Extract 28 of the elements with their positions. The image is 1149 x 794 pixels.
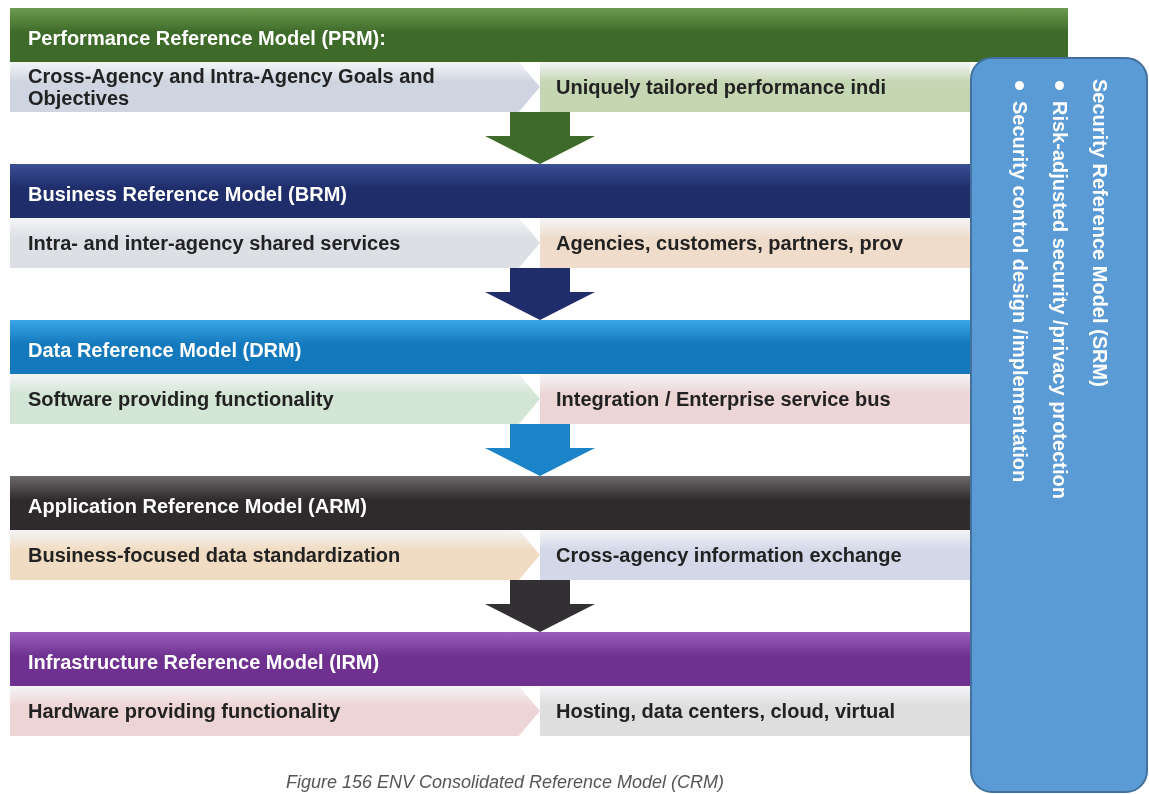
layer-title: Data Reference Model (DRM) xyxy=(28,339,302,362)
layer-band xyxy=(10,632,970,736)
model-detail-cell: Uniquely tailored performance indi xyxy=(540,62,970,112)
down-arrow xyxy=(485,268,595,320)
layer-title: Infrastructure Reference Model (IRM) xyxy=(28,651,380,674)
model-scope-cell: Cross-Agency and Intra-Agency Goals and Objectives xyxy=(10,62,540,112)
bullet-item: Risk-adjusted security /privacy protection xyxy=(1040,79,1080,499)
panel-title: Security Reference Model (SRM) xyxy=(1088,79,1112,387)
model-detail-cell: Hosting, data centers, cloud, virtual xyxy=(540,686,970,736)
model-scope-cell: Intra- and inter-agency shared services xyxy=(10,218,540,268)
layer-band xyxy=(10,320,970,424)
side-panel xyxy=(970,57,1148,793)
model-detail-cell: Agencies, customers, partners, prov xyxy=(540,218,970,268)
layer-band xyxy=(10,164,970,268)
bullet-item: Security control design /implementation xyxy=(1000,79,1040,483)
model-scope-cell: Hardware providing functionality xyxy=(10,686,540,736)
model-detail-cell: Integration / Enterprise service bus xyxy=(540,374,970,424)
model-detail-cell: Cross-agency information exchange xyxy=(540,530,970,580)
model-scope-cell: Business-focused data standardization xyxy=(10,530,540,580)
down-arrow xyxy=(485,424,595,476)
down-arrow xyxy=(485,112,595,164)
layer-title: Performance Reference Model (PRM): xyxy=(28,27,386,50)
layer-title: Business Reference Model (BRM) xyxy=(28,183,347,206)
figure-caption: Figure 156 ENV Consolidated Reference Model (CRM) xyxy=(284,772,726,793)
down-arrow xyxy=(485,580,595,632)
layer-band xyxy=(10,476,970,580)
layer-title: Application Reference Model (ARM) xyxy=(28,495,367,518)
model-scope-cell: Software providing functionality xyxy=(10,374,540,424)
